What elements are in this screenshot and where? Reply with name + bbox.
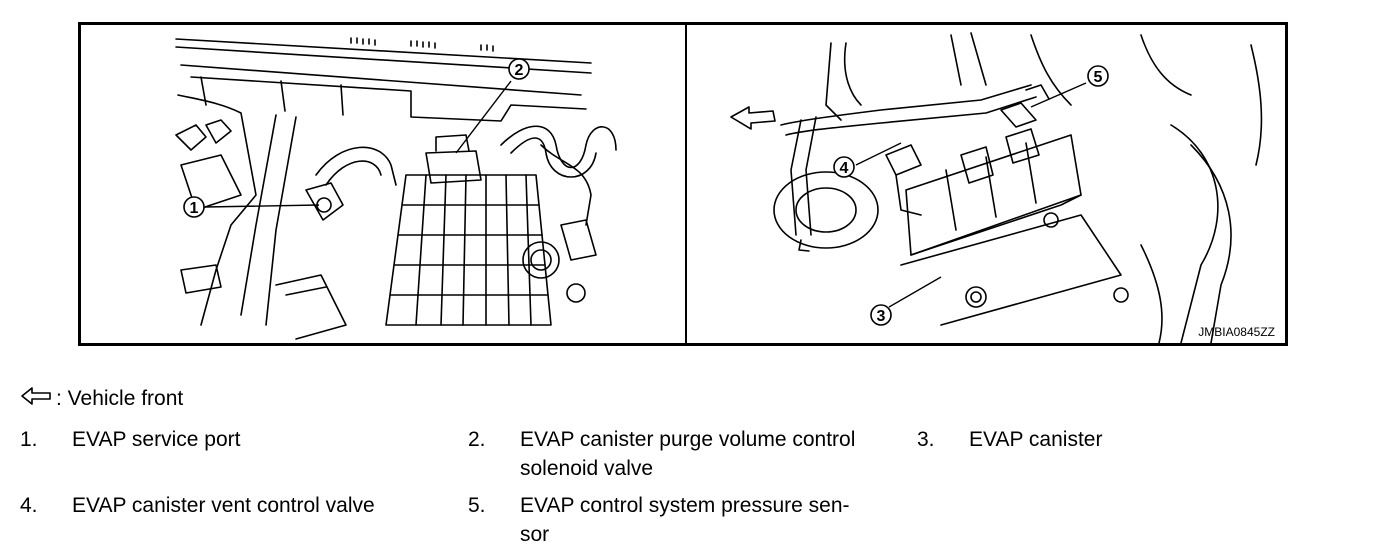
item-label-continued: solenoid valve bbox=[520, 457, 654, 480]
list-item: 2. EVAP canister purge volume control so… bbox=[468, 425, 908, 485]
list-item: 1. EVAP service port bbox=[20, 425, 450, 455]
left-panel-drawing bbox=[175, 37, 617, 340]
item-number: 4. bbox=[20, 494, 38, 517]
svg-text:3: 3 bbox=[877, 308, 886, 325]
list-item: 4. EVAP canister vent control valve bbox=[20, 491, 450, 521]
item-number: 3. bbox=[917, 428, 935, 451]
item-number: 1. bbox=[20, 428, 38, 451]
engine-bay-illustration: 1 2 3 4 5 bbox=[175, 25, 1263, 343]
item-label: EVAP service port bbox=[72, 428, 241, 451]
hollow-arrow-left-icon bbox=[20, 386, 52, 412]
legend: : Vehicle front bbox=[20, 386, 183, 412]
svg-text:5: 5 bbox=[1094, 69, 1103, 86]
callout-5: 5 bbox=[1087, 65, 1109, 87]
list-item: 5. EVAP control system pressure sen- sor bbox=[468, 491, 908, 551]
callout-2: 2 bbox=[508, 58, 530, 80]
list-item: 3. EVAP canister bbox=[917, 425, 1217, 455]
callout-3: 3 bbox=[870, 304, 892, 326]
right-callout-leaders bbox=[855, 82, 1087, 308]
legend-key-text: : Vehicle front bbox=[56, 387, 184, 410]
diagram-frame: 1 2 3 4 5 JMBIA0845ZZ bbox=[78, 22, 1288, 346]
figure-code: JMBIA0845ZZ bbox=[1198, 325, 1275, 339]
item-label: EVAP canister bbox=[969, 428, 1103, 451]
item-number: 2. bbox=[468, 428, 486, 451]
callout-4: 4 bbox=[833, 156, 855, 178]
legend-vehicle-front: : Vehicle front bbox=[20, 386, 183, 412]
left-callout-leaders bbox=[204, 80, 512, 208]
item-label: EVAP canister purge volume control bbox=[520, 428, 856, 451]
svg-text:1: 1 bbox=[190, 200, 199, 217]
item-label: EVAP canister vent control valve bbox=[72, 494, 375, 517]
svg-text:4: 4 bbox=[840, 160, 849, 177]
svg-text:2: 2 bbox=[515, 62, 524, 79]
item-label-continued: sor bbox=[520, 523, 550, 546]
callout-1: 1 bbox=[183, 196, 205, 218]
right-panel-drawing bbox=[730, 32, 1263, 343]
item-label: EVAP control system pressure sen- bbox=[520, 494, 850, 517]
item-number: 5. bbox=[468, 494, 486, 517]
